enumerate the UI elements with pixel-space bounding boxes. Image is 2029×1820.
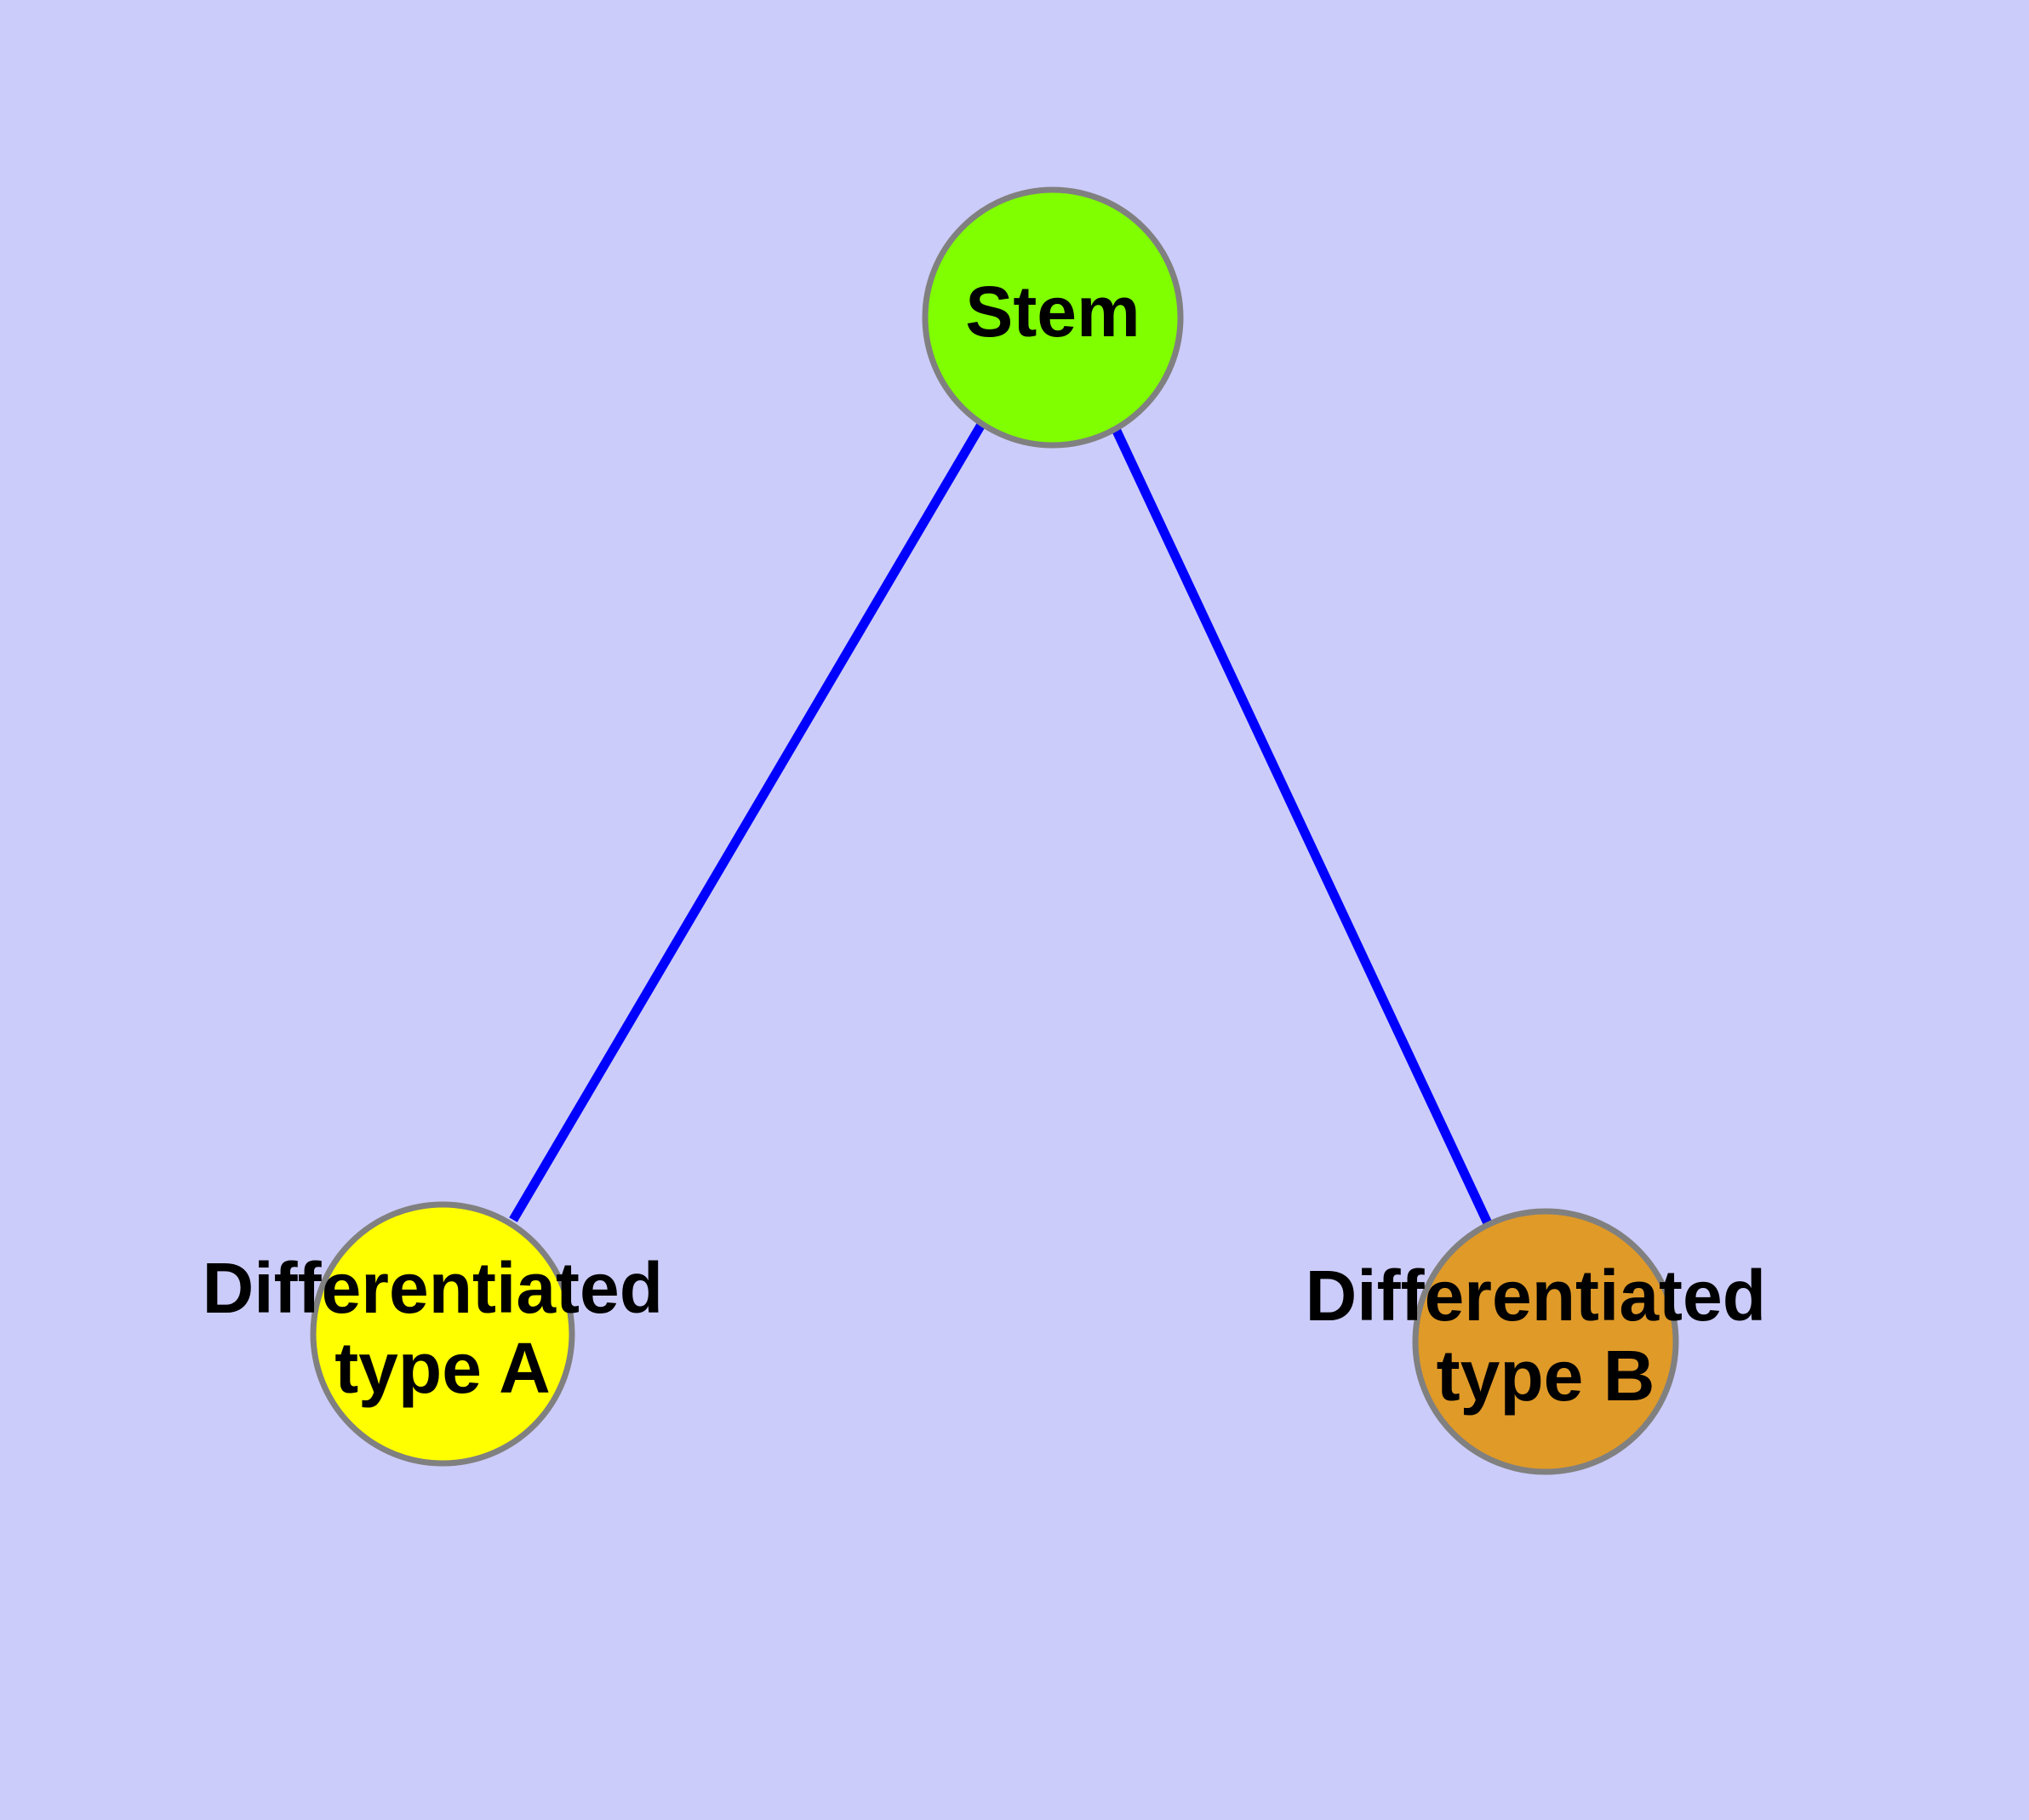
node-differentiated-type-b-label-line-2: type B (1437, 1336, 1655, 1416)
edge-stem-to-differentiated-type-a[interactable] (509, 421, 986, 1222)
node-stem-circle[interactable] (922, 186, 1184, 449)
node-differentiated-type-b[interactable]: Differentiated type B (1306, 1208, 1786, 1475)
node-stem-label: Stem (965, 272, 1140, 352)
node-differentiated-type-a-label-line-1: Differentiated (203, 1248, 663, 1328)
node-differentiated-type-a-circle[interactable] (310, 1201, 575, 1467)
edges-layer (509, 421, 1492, 1226)
nodes-layer: Stem Differentiated type A Differentiate… (203, 186, 1786, 1475)
node-differentiated-type-a-label: Differentiated type A (203, 1248, 683, 1408)
node-differentiated-type-b-circle[interactable] (1412, 1208, 1679, 1475)
node-stem[interactable]: Stem (922, 186, 1184, 449)
node-differentiated-type-b-label: Differentiated type B (1306, 1256, 1786, 1416)
node-differentiated-type-a-label-line-2: type A (334, 1328, 551, 1408)
node-stem-label-line-1: Stem (965, 272, 1140, 352)
node-differentiated-type-b-label-line-1: Differentiated (1306, 1256, 1766, 1336)
edge-stem-to-differentiated-type-b[interactable] (1112, 426, 1492, 1226)
node-differentiated-type-a[interactable]: Differentiated type A (203, 1201, 683, 1467)
